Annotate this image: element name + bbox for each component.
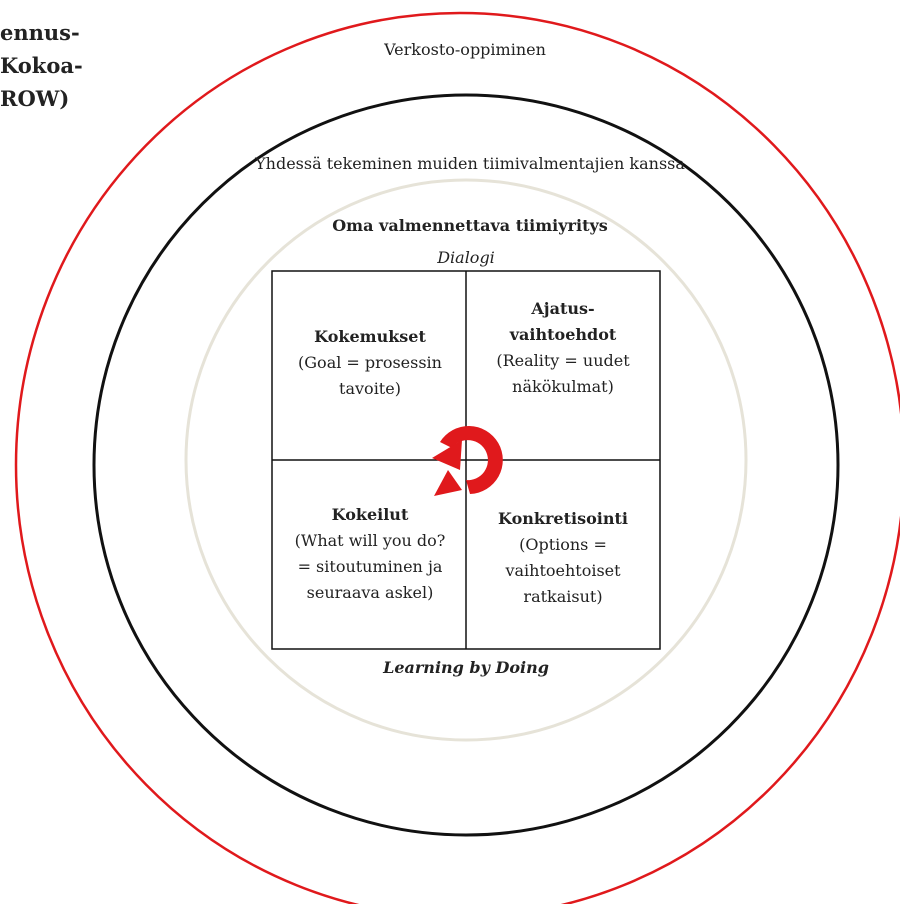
quadrant-text: vaihtoehtoiset — [505, 561, 621, 580]
quadrant-text: (Options = — [519, 535, 607, 554]
quadrant-text: ratkaisut) — [523, 587, 603, 606]
quadrant-text: (What will you do? — [294, 531, 446, 550]
grid-bottom-label: Learning by Doing — [383, 658, 549, 677]
quadrant-text: (Reality = uudet — [496, 351, 630, 370]
middle-ring-label: Yhdessä tekeminen muiden tiimivalmentaji… — [255, 154, 685, 173]
quadrant-concretization: Konkretisointi (Options = vaihtoehtoiset… — [468, 506, 658, 610]
cycle-arrow-icon — [432, 426, 503, 496]
side-title-line: Kokoa- — [0, 53, 83, 78]
outer-ring — [14, 11, 900, 904]
quadrant-title: vaihtoehdot — [509, 325, 617, 344]
quadrant-text: = sitoutuminen ja — [297, 557, 443, 576]
quadrant-text: tavoite) — [339, 379, 401, 398]
quadrant-grid — [271, 270, 661, 650]
quadrant-text: (Goal = prosessin — [298, 353, 442, 372]
outer-ring-label: Verkosto-oppiminen — [384, 40, 546, 59]
quadrant-title: Kokeilut — [331, 505, 409, 524]
quadrant-title: Konkretisointi — [498, 509, 628, 528]
grid-top-label: Dialogi — [437, 248, 495, 267]
inner-ring-label: Oma valmennettava tiimiyritys — [332, 216, 608, 235]
side-title-line: ROW) — [0, 86, 70, 111]
quadrant-experiments: Kokeilut (What will you do? = sitoutumin… — [275, 502, 465, 606]
quadrant-text: seuraava askel) — [306, 583, 434, 602]
side-title: ennus- Kokoa- ROW) — [0, 16, 83, 115]
side-title-line: ennus- — [0, 20, 80, 45]
quadrant-title: Ajatus- — [531, 299, 595, 318]
quadrant-title: Kokemukset — [314, 327, 426, 346]
quadrant-thought-alternatives: Ajatus- vaihtoehdot (Reality = uudet näk… — [468, 296, 658, 400]
quadrant-experiences: Kokemukset (Goal = prosessin tavoite) — [275, 324, 465, 402]
inner-ring — [184, 178, 748, 742]
quadrant-text: näkökulmat) — [512, 377, 614, 396]
middle-ring — [92, 93, 840, 837]
